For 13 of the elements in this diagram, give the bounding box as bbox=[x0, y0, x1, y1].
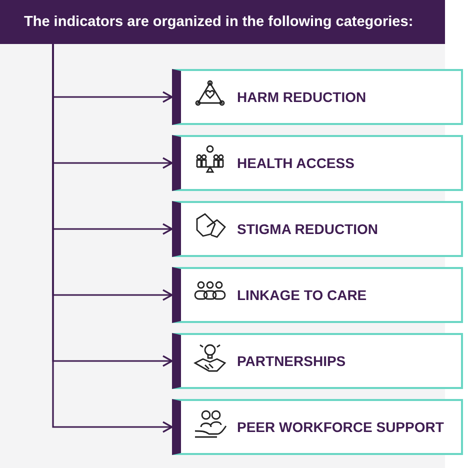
category-box bbox=[172, 135, 463, 191]
category-label: STIGMA REDUCTION bbox=[237, 221, 378, 237]
category-label: PEER WORKFORCE SUPPORT bbox=[237, 419, 444, 435]
category-box bbox=[172, 267, 463, 323]
category-label: HARM REDUCTION bbox=[237, 89, 366, 105]
category-box bbox=[172, 201, 463, 257]
category-box bbox=[172, 399, 463, 455]
category-label: HEALTH ACCESS bbox=[237, 155, 354, 171]
category-label: PARTNERSHIPS bbox=[237, 353, 346, 369]
category-box bbox=[172, 333, 463, 389]
category-box bbox=[172, 69, 463, 125]
header-banner: The indicators are organized in the following categories: bbox=[0, 0, 445, 44]
category-label: LINKAGE TO CARE bbox=[237, 287, 367, 303]
